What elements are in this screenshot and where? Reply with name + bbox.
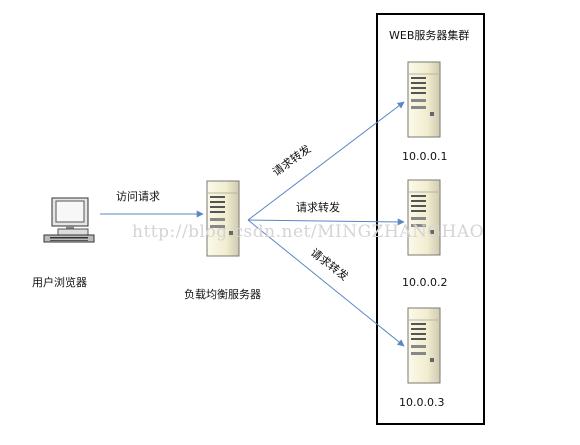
edge-label-client-to-lb: 访问请求 <box>116 190 160 203</box>
edge-label-lb-to-server-2: 请求转发 <box>296 201 340 214</box>
server-2-ip: 10.0.0.2 <box>402 276 448 289</box>
arrow-lb-to-server-3 <box>247 219 405 347</box>
cluster-box <box>376 13 485 425</box>
server-3-ip: 10.0.0.3 <box>399 396 445 409</box>
load-balancer-label: 负载均衡服务器 <box>184 288 261 301</box>
watermark-text: http://blog.csdn.net/MINGZHANGHAO <box>132 222 485 242</box>
computer-icon <box>43 197 95 243</box>
load-balancer-server-icon <box>206 180 240 257</box>
server-1-ip: 10.0.0.1 <box>402 150 448 163</box>
server-3-icon <box>407 307 441 384</box>
server-2-icon <box>407 179 441 256</box>
client-label: 用户浏览器 <box>32 276 87 289</box>
cluster-title: WEB服务器集群 <box>389 29 470 42</box>
server-1-icon <box>407 61 441 138</box>
arrow-lb-to-server-1 <box>247 101 405 221</box>
arrow-lb-to-server-2 <box>247 218 405 226</box>
